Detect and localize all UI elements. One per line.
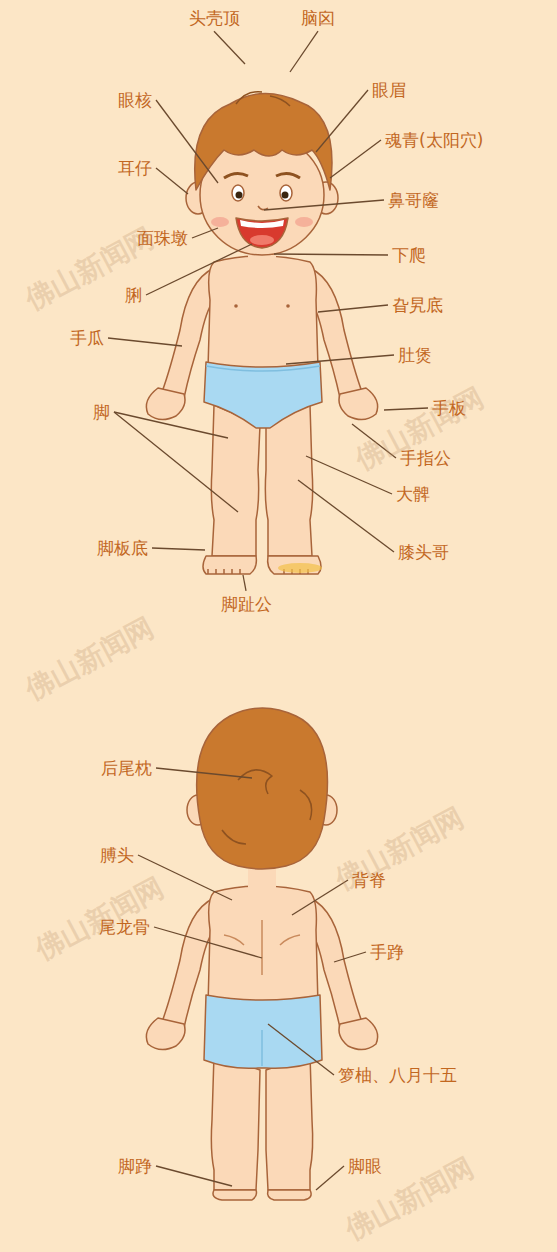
- leader-line: [156, 100, 218, 183]
- watermark: 佛山新闻网: [329, 799, 470, 898]
- leader-line: [318, 305, 388, 312]
- part-label: 手板: [432, 398, 466, 418]
- leader-line: [334, 952, 366, 962]
- leader-line: [316, 90, 368, 152]
- leader-line: [268, 1024, 334, 1075]
- leader-line: [154, 927, 262, 958]
- leader-line: [114, 412, 238, 512]
- part-label: 箩柚、八月十五: [338, 1065, 457, 1085]
- part-label: 脷: [125, 285, 142, 305]
- part-label: 鼻哥窿: [388, 190, 439, 210]
- part-label: 膝头哥: [398, 542, 449, 562]
- part-label: 眼眉: [372, 80, 406, 100]
- leader-line: [156, 1166, 232, 1186]
- part-label: 肚煲: [398, 345, 432, 365]
- leader-line: [192, 228, 218, 238]
- leader-line: [108, 338, 182, 346]
- part-label: 耳仔: [118, 158, 152, 178]
- part-label: 手指公: [400, 448, 451, 468]
- part-label: 下爬: [392, 245, 426, 265]
- part-label: 魂青(太阳穴): [385, 130, 483, 150]
- leader-line: [330, 140, 381, 178]
- leader-line: [146, 244, 252, 295]
- part-label: 脚: [93, 402, 110, 422]
- part-label: 脑囟: [301, 8, 335, 28]
- leader-line: [156, 168, 188, 194]
- part-label: 尾龙骨: [99, 917, 150, 937]
- part-label: 头壳顶: [189, 8, 240, 28]
- part-label: 手踭: [370, 942, 404, 962]
- part-label: 后尾枕: [101, 758, 152, 778]
- part-label: 手瓜: [70, 328, 104, 348]
- leader-line: [243, 575, 246, 591]
- part-label: 眼核: [118, 90, 152, 110]
- part-label: 面珠墩: [137, 228, 188, 248]
- part-label: 脚踭: [118, 1156, 152, 1176]
- leader-line: [286, 355, 394, 364]
- leader-line: [290, 31, 318, 72]
- leader-line: [274, 254, 388, 255]
- leader-line: [214, 31, 245, 64]
- leader-line: [316, 1166, 344, 1190]
- part-label: 旮旯底: [392, 295, 443, 315]
- part-label: 脚板底: [97, 538, 148, 558]
- leader-line: [264, 200, 384, 210]
- part-label: 膊头: [100, 845, 134, 865]
- part-label: 脚趾公: [221, 594, 272, 614]
- part-label: 背脊: [352, 870, 386, 890]
- watermark: 佛山新闻网: [19, 609, 160, 708]
- leader-line: [156, 768, 252, 778]
- leader-line: [298, 480, 394, 552]
- part-label: 大髀: [396, 484, 430, 504]
- part-label: 脚眼: [348, 1156, 382, 1176]
- leader-line: [152, 548, 205, 550]
